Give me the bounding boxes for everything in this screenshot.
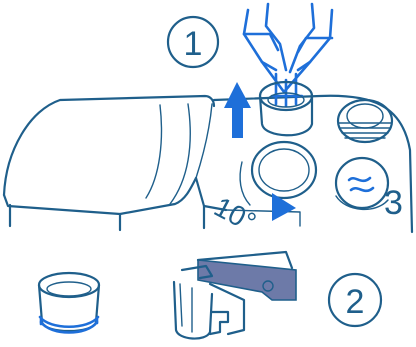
- cup-part: [39, 273, 99, 333]
- device-cup-opening: [252, 142, 316, 198]
- tweezer-tool: [174, 252, 296, 339]
- step-2-label: 2: [346, 283, 365, 321]
- step-1-marker: 1: [168, 17, 218, 67]
- release-dial: [336, 158, 388, 209]
- frame-insert: [244, 4, 332, 106]
- step-3-label: 3: [384, 184, 403, 222]
- device-body: [4, 96, 412, 232]
- screw-cap: [338, 100, 392, 142]
- pull-up-arrow: [224, 82, 251, 138]
- rotation-angle-label: 10°: [209, 191, 261, 238]
- step-2-marker: 2: [329, 274, 381, 326]
- step-1-label: 1: [184, 25, 203, 63]
